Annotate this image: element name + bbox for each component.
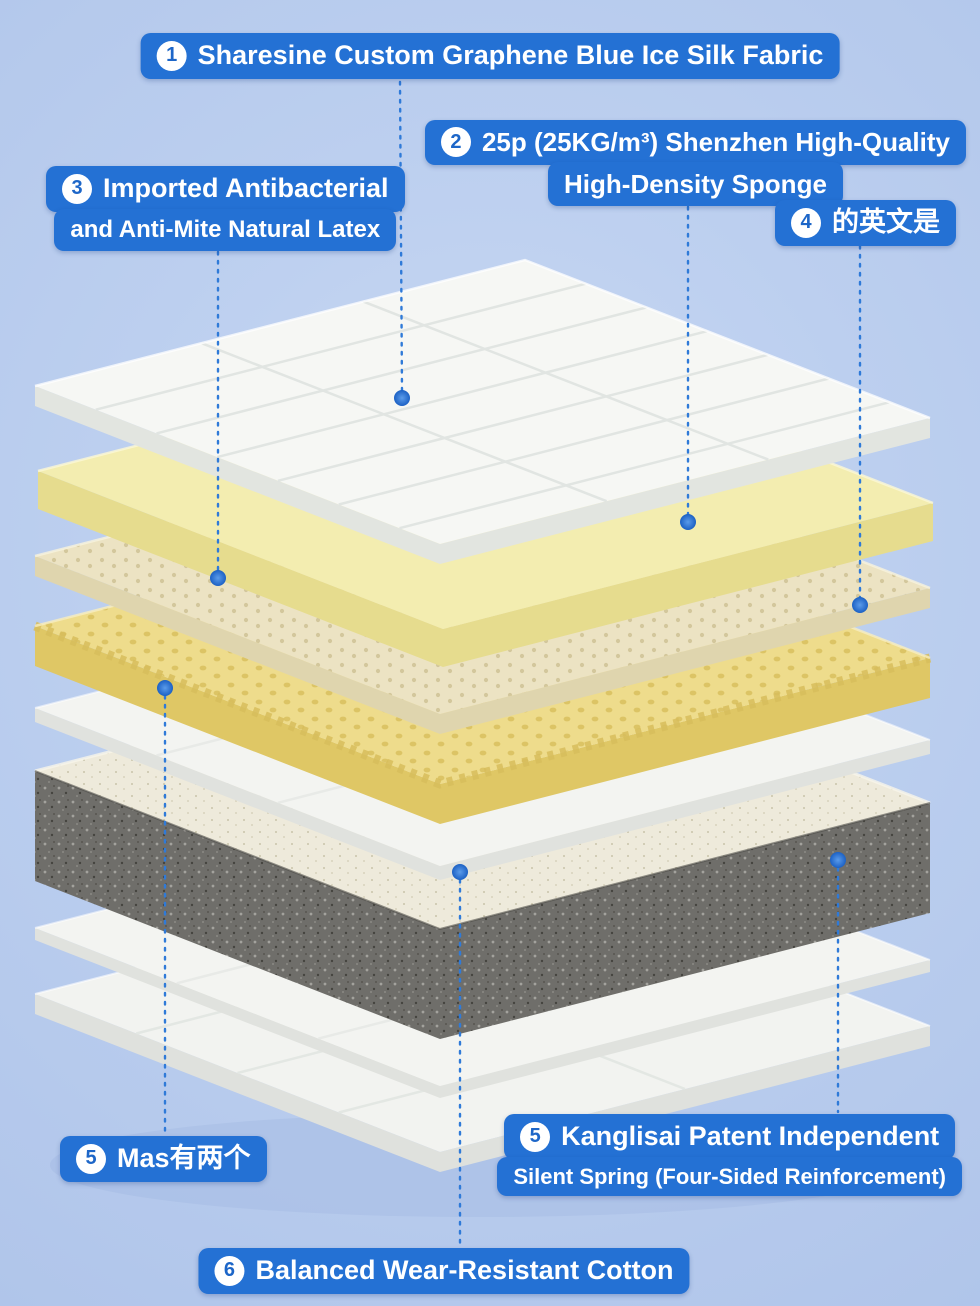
callout-label-eggcrate-foam: 4 的英文是 (775, 200, 956, 246)
callout-text-line1: Imported Antibacterial (103, 173, 389, 203)
callout-lines (163, 80, 862, 1250)
callout-dot-4 (852, 597, 868, 613)
callout-pill: 6 Balanced Wear-Resistant Cotton (198, 1248, 690, 1294)
callout-label-natural-latex: 3 Imported Antibacterial and Anti-Mite N… (46, 166, 405, 251)
callout-label-high-density-sponge: 2 25p (25KG/m³) Shenzhen High-Quality Hi… (424, 120, 966, 206)
callout-text: Mas有两个 (117, 1143, 251, 1173)
callout-dot-5b (830, 852, 846, 868)
callout-pill: and Anti-Mite Natural Latex (54, 208, 397, 251)
callout-pill: 1 Sharesine Custom Graphene Blue Ice Sil… (140, 33, 840, 79)
callout-pill: 5 Kanglisai Patent Independent (504, 1114, 956, 1160)
callout-number-badge: 1 (156, 40, 187, 71)
callout-pill: Silent Spring (Four-Sided Reinforcement) (497, 1156, 962, 1197)
callout-dot-1 (394, 390, 410, 406)
callout-line-1 (398, 80, 404, 394)
callout-text-line2: High-Density Sponge (564, 168, 827, 199)
callout-number-badge: 5 (520, 1121, 551, 1152)
callout-text-line2: Silent Spring (Four-Sided Reinforcement) (513, 1163, 946, 1189)
callout-text: Sharesine Custom Graphene Blue Ice Silk … (197, 40, 824, 70)
callout-label-wear-resistant-cotton: 6 Balanced Wear-Resistant Cotton (198, 1248, 690, 1294)
callout-text-line2: and Anti-Mite Natural Latex (70, 215, 381, 243)
callout-text: 的英文是 (832, 207, 940, 237)
callout-dot-5a (157, 680, 173, 696)
callout-number-badge: 4 (791, 207, 821, 238)
callout-number-badge: 5 (76, 1143, 106, 1174)
callout-text: Balanced Wear-Resistant Cotton (255, 1255, 674, 1285)
callout-text-line1: Kanglisai Patent Independent (561, 1121, 940, 1151)
callout-dot-2 (680, 514, 696, 530)
callout-label-ice-silk-fabric: 1 Sharesine Custom Graphene Blue Ice Sil… (140, 33, 840, 79)
callout-label-patent-spring: 5 Kanglisai Patent Independent Silent Sp… (497, 1114, 962, 1197)
callout-dot-3 (210, 570, 226, 586)
callout-dots (157, 390, 868, 880)
callout-pill: 2 25p (25KG/m³) Shenzhen High-Quality (424, 120, 966, 165)
callout-pill: High-Density Sponge (548, 161, 843, 206)
callout-number-badge: 2 (440, 127, 471, 158)
callout-label-spring-left: 5 Mas有两个 (60, 1136, 267, 1182)
callout-pill: 5 Mas有两个 (60, 1136, 267, 1182)
callout-dot-6 (452, 864, 468, 880)
callout-number-badge: 3 (62, 173, 92, 204)
callout-pill: 4 的英文是 (775, 200, 956, 246)
callout-pill: 3 Imported Antibacterial (46, 166, 405, 212)
layer-1-ice-silk-fabric (34, 258, 931, 564)
callout-text-line1: 25p (25KG/m³) Shenzhen High-Quality (481, 127, 950, 157)
callout-number-badge: 6 (214, 1255, 245, 1286)
